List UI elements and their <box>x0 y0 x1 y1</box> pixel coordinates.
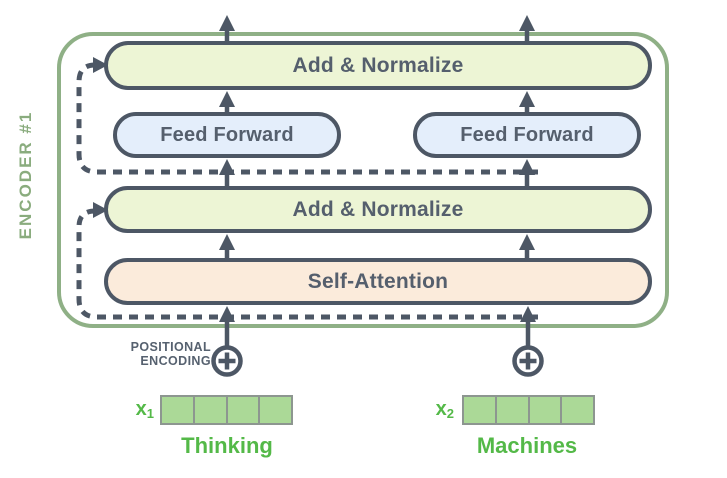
x2-subscript: 2 <box>446 406 454 421</box>
embedding-cell <box>162 397 193 423</box>
residual-connection-lower <box>76 202 538 320</box>
ff-to-addnorm-arrow-right <box>519 91 535 114</box>
x1-subscript: 1 <box>146 406 154 421</box>
positional-encoding-label: POSITIONAL ENCODING <box>100 340 211 368</box>
output-arrow-left <box>219 15 235 43</box>
input-word-machines: Machines <box>476 433 578 458</box>
sa-to-addnorm-arrow-right <box>519 234 535 260</box>
add-normalize-top-box: Add & Normalize <box>104 41 652 90</box>
ff-to-addnorm-arrow-left <box>219 91 235 114</box>
input-to-sa-arrow-right <box>520 306 536 347</box>
embedding-cell <box>225 397 259 423</box>
residual-connection-upper <box>76 57 538 175</box>
embedding-vector-x1 <box>160 395 293 425</box>
feed-forward-right-label: Feed Forward <box>460 123 594 146</box>
circle-plus-icon-left <box>211 345 243 377</box>
sa-to-addnorm-arrow-left <box>219 234 235 260</box>
positional-encoding-line2: ENCODING <box>140 353 211 368</box>
feed-forward-left-label: Feed Forward <box>160 123 294 146</box>
output-arrow-right <box>519 15 535 43</box>
embedding-cell <box>527 397 561 423</box>
circle-plus-icon-right <box>512 345 544 377</box>
input-x2-label: x2 <box>435 398 454 421</box>
input-x1-label: x1 <box>135 398 154 421</box>
input-word-thinking: Thinking <box>181 433 273 458</box>
encoder-outline <box>57 32 669 328</box>
embedding-cell <box>258 397 291 423</box>
self-attention-box: Self-Attention <box>104 258 652 305</box>
embedding-cell <box>464 397 495 423</box>
input-to-sa-arrow-left <box>219 306 235 347</box>
embedding-cell <box>494 397 528 423</box>
self-attention-label: Self-Attention <box>307 269 449 293</box>
positional-encoding-line1: POSITIONAL <box>130 340 211 354</box>
embedding-cell <box>560 397 593 423</box>
embedding-cell <box>192 397 226 423</box>
add-normalize-top-label: Add & Normalize <box>292 53 464 77</box>
add-normalize-mid-box: Add & Normalize <box>104 186 652 233</box>
embedding-vector-x2 <box>462 395 595 425</box>
feed-forward-left-box: Feed Forward <box>113 112 341 158</box>
add-normalize-mid-label: Add & Normalize <box>292 197 464 221</box>
